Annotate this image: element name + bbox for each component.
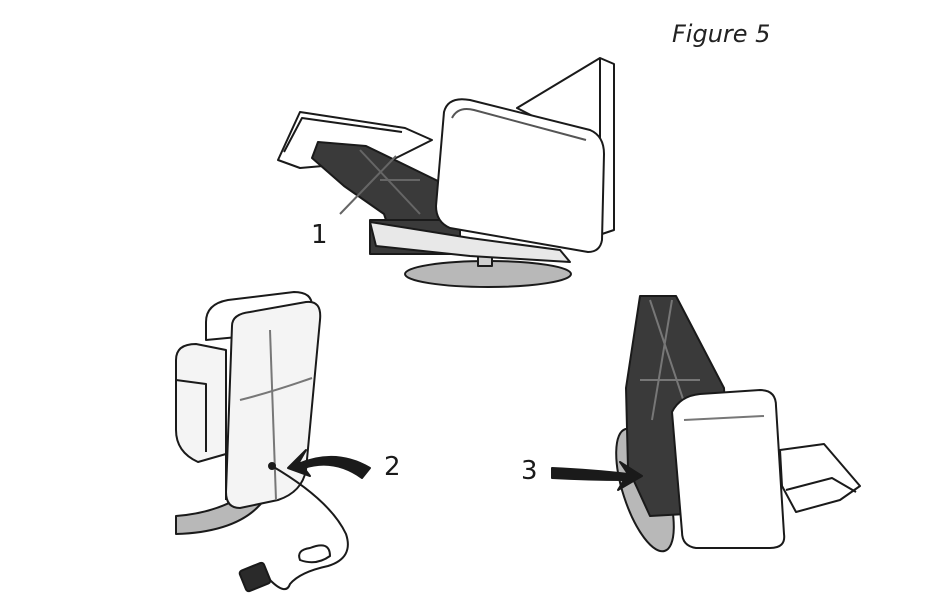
power-cord xyxy=(269,465,349,591)
side-panel-upright xyxy=(671,389,786,549)
footrest-extended xyxy=(779,443,861,513)
step-1-label: 1 xyxy=(311,220,328,250)
recliner-tilted-drawing xyxy=(551,295,861,553)
figure-title: Figure 5 xyxy=(672,20,771,48)
side-panel xyxy=(435,98,605,253)
recliner-back-drawing xyxy=(175,291,371,593)
step-3-label: 3 xyxy=(521,456,538,486)
arrow-2 xyxy=(287,449,371,479)
arrow-3 xyxy=(551,461,643,491)
power-adapter xyxy=(238,561,272,593)
recliner-reclined-drawing xyxy=(277,57,615,288)
step-2-label: 2 xyxy=(384,452,401,482)
